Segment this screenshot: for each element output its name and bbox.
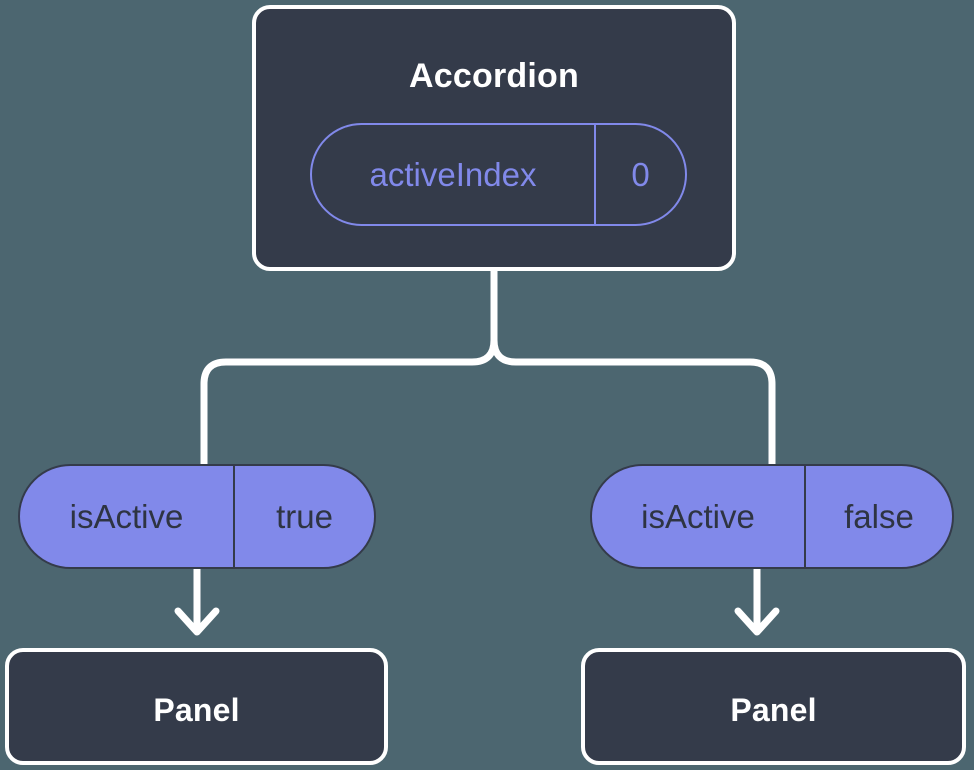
- accordion-component-node[interactable]: Accordion activeIndex 0: [252, 5, 736, 271]
- state-chip-value: 0: [631, 155, 650, 193]
- panel-node-left[interactable]: Panel: [5, 648, 388, 765]
- panel-title-right: Panel: [730, 692, 817, 728]
- prop-chip-is-active-false[interactable]: isActive false: [590, 464, 954, 569]
- state-chip-key: activeIndex: [312, 125, 596, 224]
- panel-node-right[interactable]: Panel: [581, 648, 966, 765]
- prop-chip-is-active-true[interactable]: isActive true: [18, 464, 376, 569]
- connector-fork-right: [490, 339, 776, 464]
- prop-chip-value-right: false: [844, 497, 914, 535]
- prop-chip-key-right: isActive: [592, 466, 806, 567]
- connector-fork-left: [200, 339, 498, 464]
- prop-chip-key-left: isActive: [20, 466, 235, 567]
- prop-chip-value-left: true: [276, 497, 333, 535]
- panel-title-left: Panel: [153, 692, 240, 728]
- arrow-head-right: [734, 607, 780, 636]
- arrow-head-left: [174, 607, 220, 636]
- accordion-title: Accordion: [409, 57, 579, 95]
- state-chip-active-index[interactable]: activeIndex 0: [310, 123, 687, 226]
